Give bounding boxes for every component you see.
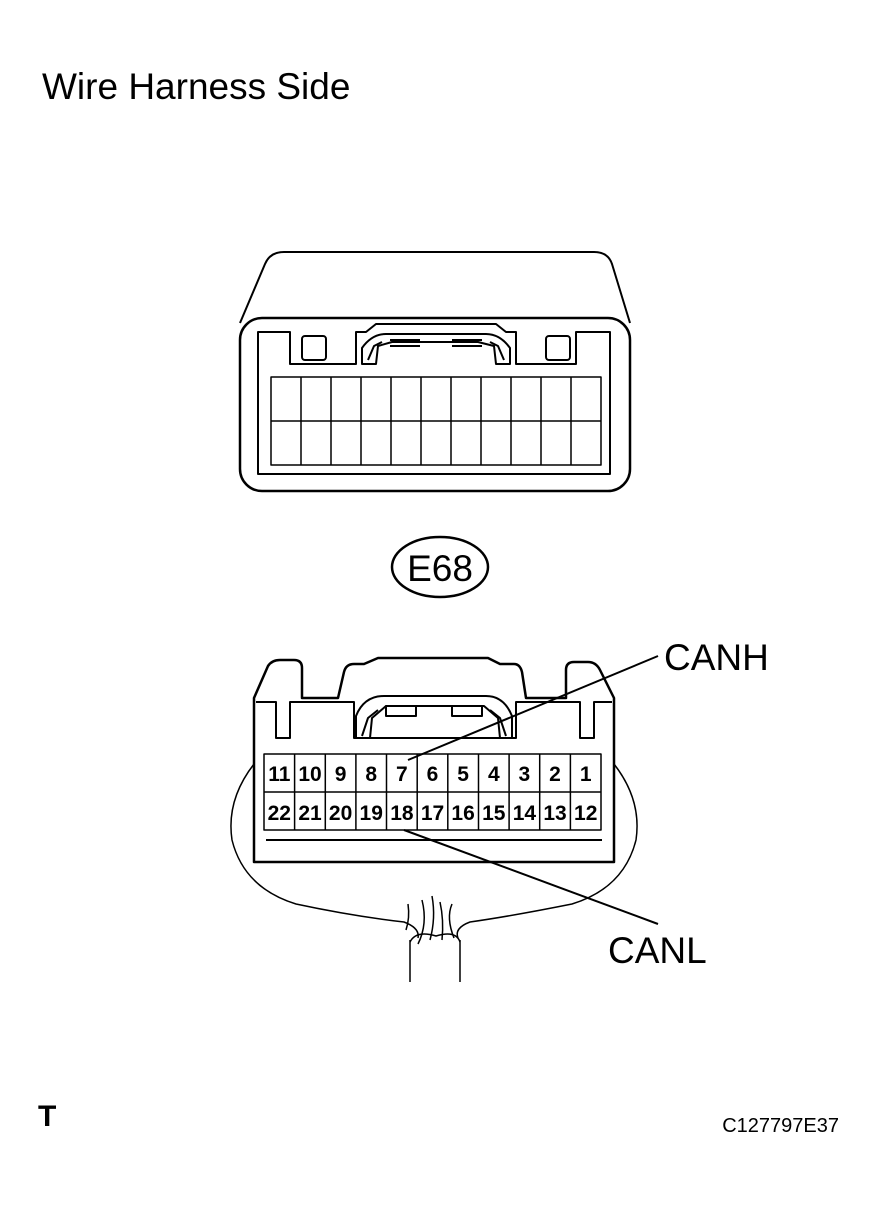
pin-number: 22 [268, 802, 291, 825]
rear-latch [355, 695, 513, 739]
canl-callout: CANL [403, 829, 707, 971]
connector-outer-body [238, 316, 632, 493]
pin-number: 17 [421, 802, 444, 825]
rear-housing-outline [252, 656, 616, 864]
pin-grid [263, 753, 602, 831]
pin-number: 6 [427, 763, 439, 786]
harness-cable [405, 895, 461, 982]
rear-latch-hooks [361, 709, 507, 737]
latch-slots [390, 339, 482, 347]
left-window [301, 335, 327, 361]
right-window [545, 335, 571, 361]
pin-number: 2 [549, 763, 561, 786]
pin-number: 8 [365, 763, 377, 786]
connector-code: E68 [407, 548, 473, 589]
canl-leader-line [403, 829, 659, 925]
pin-number: 18 [390, 802, 414, 825]
pin-number: 1 [580, 763, 592, 786]
pin-number: 19 [360, 802, 383, 825]
connector-hood [239, 251, 631, 324]
pin-number: 21 [298, 802, 322, 825]
pin-numbers-top-row: 11 10 9 8 7 6 5 4 3 2 1 [268, 763, 592, 786]
pin-number: 10 [298, 763, 321, 786]
pin-number: 4 [488, 763, 500, 786]
footer-letter: T [38, 1100, 57, 1133]
canh-leader-line [407, 655, 659, 761]
pin-number: 5 [457, 763, 469, 786]
canh-callout: CANH [407, 637, 769, 761]
pin-number: 7 [396, 763, 408, 786]
pin-number: 20 [329, 802, 352, 825]
canl-label: CANL [608, 930, 707, 971]
pin-number: 9 [335, 763, 347, 786]
diagram-title: Wire Harness Side [42, 66, 351, 107]
pin-number: 13 [543, 802, 566, 825]
latch-inner-hooks [367, 341, 505, 361]
connector-front-view [238, 251, 632, 493]
pin-number: 15 [482, 802, 506, 825]
connector-rear-view: 11 10 9 8 7 6 5 4 3 2 1 22 21 20 19 18 1… [230, 656, 638, 982]
locking-latch [361, 333, 511, 365]
connector-inner-frame [257, 323, 611, 475]
rear-housing-inner [256, 701, 612, 739]
pin-number: 16 [451, 802, 474, 825]
pin-number: 11 [268, 763, 291, 786]
rear-latch-slots [385, 705, 483, 717]
pin-number: 14 [513, 802, 537, 825]
pin-numbers-bottom-row: 22 21 20 19 18 17 16 15 14 13 12 [268, 802, 598, 825]
front-cavity-grid [270, 376, 602, 466]
figure-code: C127797E37 [722, 1115, 839, 1137]
pin-number: 3 [519, 763, 531, 786]
canh-label: CANH [664, 637, 769, 678]
connector-code-badge: E68 [390, 535, 490, 599]
pin-number: 12 [574, 802, 597, 825]
